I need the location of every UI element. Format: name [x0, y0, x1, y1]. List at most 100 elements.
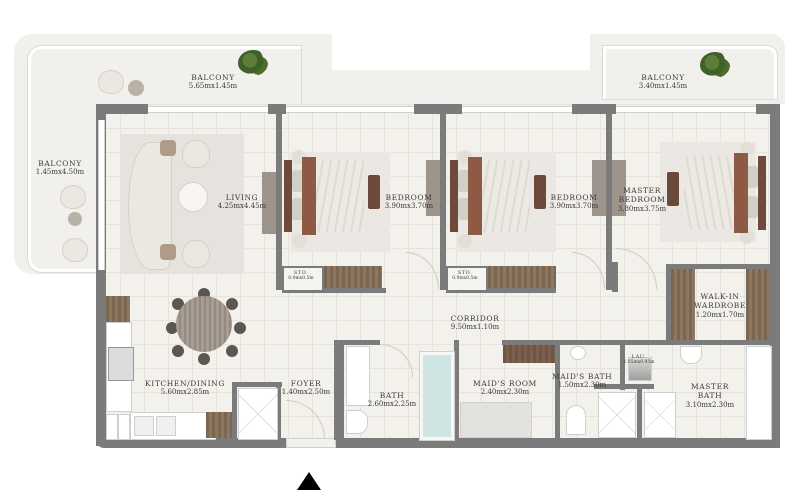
room-label-bath: BATH 2.60mx2.25m: [362, 391, 422, 409]
wall-maids-bath: [555, 340, 560, 440]
wall-wardrobe-left: [666, 264, 671, 344]
tv-unit-icon: [612, 160, 626, 216]
room-label-master-bath: MASTER BATH 3.10mx2.30m: [680, 382, 740, 410]
bed-icon: [684, 153, 766, 233]
room-dimensions: 1.40mx2.50m: [281, 388, 331, 397]
wall-lau: [620, 340, 625, 390]
wall-wardrobe-top: [666, 264, 770, 269]
room-label-kitchen-dining: KITCHEN/DINING 5.60mx2.85m: [140, 379, 230, 397]
wall-bedroom-corridor-1: [282, 288, 386, 293]
wall-bedroom2-master: [606, 104, 612, 290]
room-name: WALK-IN: [700, 292, 740, 301]
room-name: BALCONY: [191, 73, 235, 82]
wall-master-corridor: [612, 262, 618, 292]
wall-top-right: [756, 104, 780, 114]
wall-foyer-closet-right: [276, 382, 281, 440]
fridge-icon: [106, 414, 118, 440]
room-name: CORRIDOR: [450, 314, 500, 323]
armchair-icon: [182, 240, 210, 268]
room-label-maids-bath: MAID'S BATH 1.50mx2.30m: [552, 372, 612, 390]
balcony-deck-right: [590, 34, 785, 104]
wall-bath-left: [334, 340, 344, 440]
room-label-balcony-top-left: BALCONY 5.65mx1.45m: [168, 73, 258, 91]
room-name: MAID'S BATH: [552, 372, 613, 381]
entrance-door[interactable]: [286, 438, 336, 448]
wardrobe-right-unit: [746, 269, 770, 340]
bed-bench-icon: [534, 175, 546, 209]
storage-closet-1: [282, 266, 324, 292]
toilet-icon: [566, 405, 586, 435]
washer-icon: [628, 357, 652, 381]
wall-top: [414, 104, 462, 114]
window-living-side: [98, 120, 105, 270]
tv-unit-icon: [426, 160, 440, 216]
room-name: BEDROOM: [618, 195, 666, 205]
wall-left-lower: [96, 274, 106, 446]
room-name: KITCHEN/DINING: [145, 379, 225, 388]
room-dimensions: 3.90mx3.70m: [384, 202, 434, 211]
dining-chair-icon: [198, 353, 210, 365]
coffee-table-icon: [178, 182, 208, 212]
wall-bath-maids: [454, 340, 459, 440]
lounge-chair-icon: [62, 238, 88, 262]
storage-closet-2: [446, 266, 488, 292]
room-name: MASTER: [623, 186, 661, 195]
side-table-icon: [68, 212, 82, 226]
dining-chair-icon: [166, 322, 178, 334]
entrance-arrow-icon: [297, 472, 321, 490]
nightstand-icon: [292, 234, 306, 248]
window-living: [148, 106, 268, 113]
room-dimensions: 3.40mx1.45m: [638, 82, 688, 91]
room-dimensions: 2.60mx2.25m: [367, 400, 417, 409]
shower-icon: [644, 392, 676, 438]
room-dimensions: 3.90mx3.70m: [549, 202, 599, 211]
wall-top-left: [96, 104, 148, 114]
plant-icon: [238, 50, 268, 76]
room-dimensions: 4.25mx4.45m: [217, 202, 267, 211]
room-name: FOYER: [290, 379, 322, 388]
wall-foyer-closet-side: [232, 382, 237, 440]
room-label-bedroom-1: BEDROOM 3.90mx3.70m: [378, 193, 440, 211]
room-dimensions: 0.9mx0.5m: [452, 276, 478, 282]
room-name: MASTER: [691, 382, 729, 391]
room-label-walk-in-wardrobe: WALK-IN WARDROBE 1.20mx1.70m: [690, 292, 750, 320]
side-table-icon: [128, 80, 144, 96]
vanity-icon: [346, 346, 370, 406]
room-name: BEDROOM: [550, 193, 598, 202]
room-dimensions: 5.65mx1.45m: [188, 82, 238, 91]
ottoman-icon: [160, 244, 176, 260]
maids-wardrobe: [503, 345, 555, 363]
room-dimensions: 0.9mx0.5m: [288, 276, 314, 282]
bed-bench-icon: [368, 175, 380, 209]
wall-master-bath-left: [637, 384, 642, 440]
wall-top: [572, 104, 616, 114]
room-dimensions: 1.05mx0.95m: [623, 360, 655, 366]
wardrobe-bedroom-1: [324, 266, 382, 288]
cooktop-icon: [108, 347, 134, 381]
wall-right: [770, 104, 780, 446]
toilet-icon: [680, 346, 702, 364]
kitchen-tall-cabinet: [106, 296, 130, 322]
room-name: LAU.: [631, 354, 647, 360]
room-label-master-bedroom: MASTER BEDROOM 3.80mx3.75m: [616, 186, 668, 214]
room-name: BATH: [379, 391, 405, 400]
kitchen-wood-cabinet: [206, 412, 232, 438]
wall-maids-top: [502, 340, 672, 345]
tv-unit-icon: [592, 160, 606, 216]
dining-chair-icon: [226, 345, 238, 357]
room-label-living: LIVING 4.25mx4.45m: [212, 193, 272, 211]
dining-chair-icon: [226, 298, 238, 310]
tv-unit-icon: [262, 172, 276, 234]
wall-bedroom-corridor-2: [446, 288, 556, 293]
room-name: STO.: [457, 270, 473, 276]
window-bedroom-2: [462, 106, 572, 113]
bathtub-icon: [420, 352, 454, 440]
room-label-foyer: FOYER 1.40mx2.50m: [278, 379, 334, 397]
foyer-closet: [238, 388, 278, 440]
window-master-bedroom: [616, 106, 756, 113]
room-name: BATH: [697, 391, 723, 401]
room-label-maids-room: MAID'S ROOM 2.40mx2.30m: [470, 379, 540, 397]
wall-wardrobe-bottom: [666, 340, 770, 345]
room-label-sto-2: STO. 0.9mx0.5m: [448, 270, 482, 282]
balcony-railing-right: [603, 46, 777, 99]
